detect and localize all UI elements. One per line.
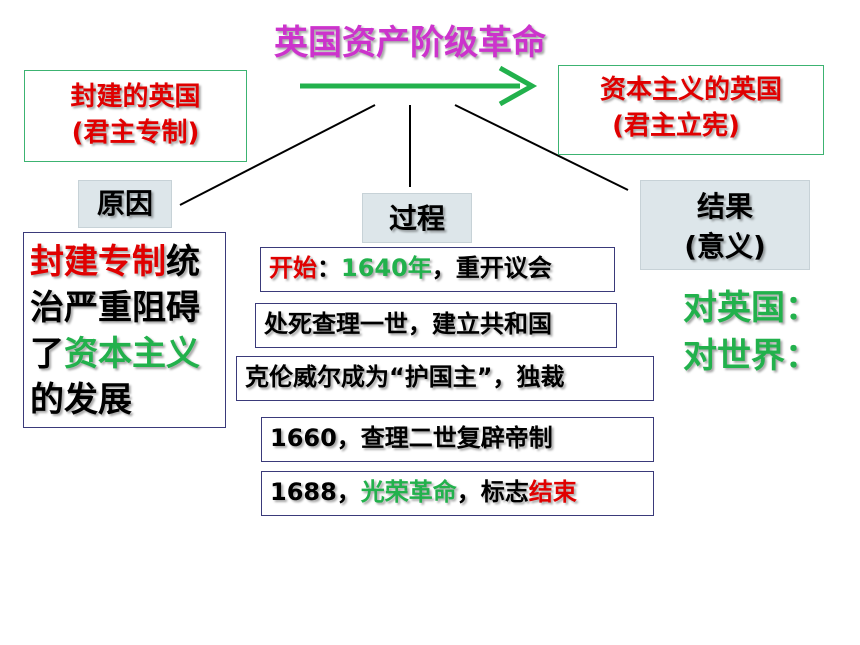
process-step-text: 光荣革命 (360, 478, 457, 506)
result-label: 结果 (696, 190, 753, 223)
cause-text-segment: 资本主义 (64, 334, 200, 374)
process-step-text: 1640年 (341, 254, 432, 282)
process-step-3: 克伦威尔成为“护国主”，独裁 (236, 356, 654, 401)
process-step-text: ，标志 (456, 478, 529, 506)
feudal-england-box: 封建的英国 (君主专制) (24, 70, 247, 162)
process-step-text: ： (317, 254, 341, 282)
cause-label: 原因 (96, 187, 153, 220)
feudal-england-label: 封建的英国 (70, 82, 201, 112)
process-step-text: 开始 (269, 254, 317, 282)
page-title: 英国资产阶级革命 (274, 23, 546, 63)
process-step-text: ，重开议会 (431, 254, 552, 282)
process-step-text: 处死查理一世，建立共和国 (264, 310, 552, 338)
process-label-box: 过程 (362, 193, 472, 243)
result-england: 对英国： (683, 288, 819, 328)
line-to-result (454, 104, 629, 191)
cause-text-part: 封建专制统治严重阻碍了资本主义的发展 (30, 242, 200, 420)
cause-box: 封建专制统治严重阻碍了资本主义的发展 (23, 232, 226, 428)
process-step-text: 克伦威尔成为“护国主”，独裁 (245, 363, 565, 391)
cause-text-segment: 的发展 (30, 380, 132, 420)
line-to-cause (179, 104, 376, 206)
absolute-monarchy-label: (君主专制) (71, 118, 200, 148)
capitalist-england-label: 资本主义的英国 (599, 75, 782, 105)
cause-label-box: 原因 (78, 180, 172, 228)
result-label-box: 结果 (意义) (640, 180, 810, 270)
process-step-text: 1660，查理二世复辟帝制 (270, 424, 553, 452)
process-step-4: 1660，查理二世复辟帝制 (261, 417, 654, 462)
process-step-2: 处死查理一世，建立共和国 (255, 303, 617, 348)
cause-text-segment: 统治严重阻碍了 (30, 242, 200, 374)
result-items: 对英国： 对世界： (683, 284, 853, 384)
process-step-text: 结束 (528, 478, 577, 506)
constitutional-monarchy-label: (君主立宪) (612, 111, 740, 141)
process-step-5: 1688，光荣革命，标志结束 (261, 471, 654, 516)
process-step-text: 1688， (270, 478, 361, 506)
arrow-head (498, 65, 538, 107)
significance-label: (意义) (684, 230, 766, 263)
cause-text-segment: 封建专制 (30, 242, 166, 282)
process-label: 过程 (388, 202, 445, 235)
capitalist-england-box: 资本主义的英国 (君主立宪) (558, 65, 824, 155)
result-world: 对世界： (683, 336, 819, 376)
process-step-1: 开始：1640年，重开议会 (260, 247, 615, 292)
